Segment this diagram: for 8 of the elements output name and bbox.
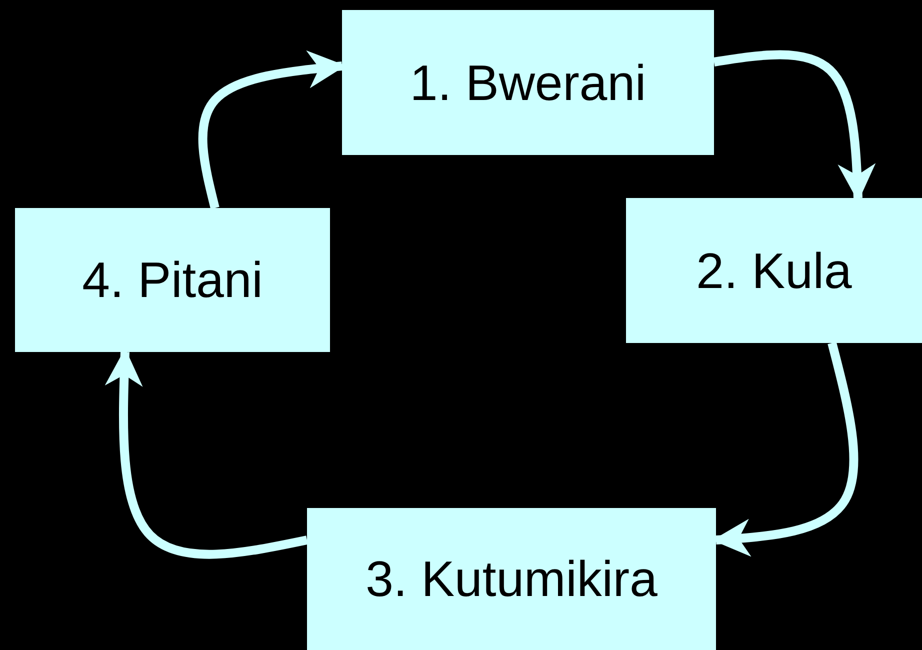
step-label: 1. Bwerani [410, 54, 646, 112]
step-box [307, 508, 716, 650]
step-label: 3. Kutumikira [366, 550, 658, 608]
step-box [15, 208, 330, 352]
step-box [626, 198, 922, 343]
step-label: 2. Kula [696, 242, 852, 300]
step-box [342, 10, 714, 155]
step-label: 4. Pitani [82, 251, 263, 309]
